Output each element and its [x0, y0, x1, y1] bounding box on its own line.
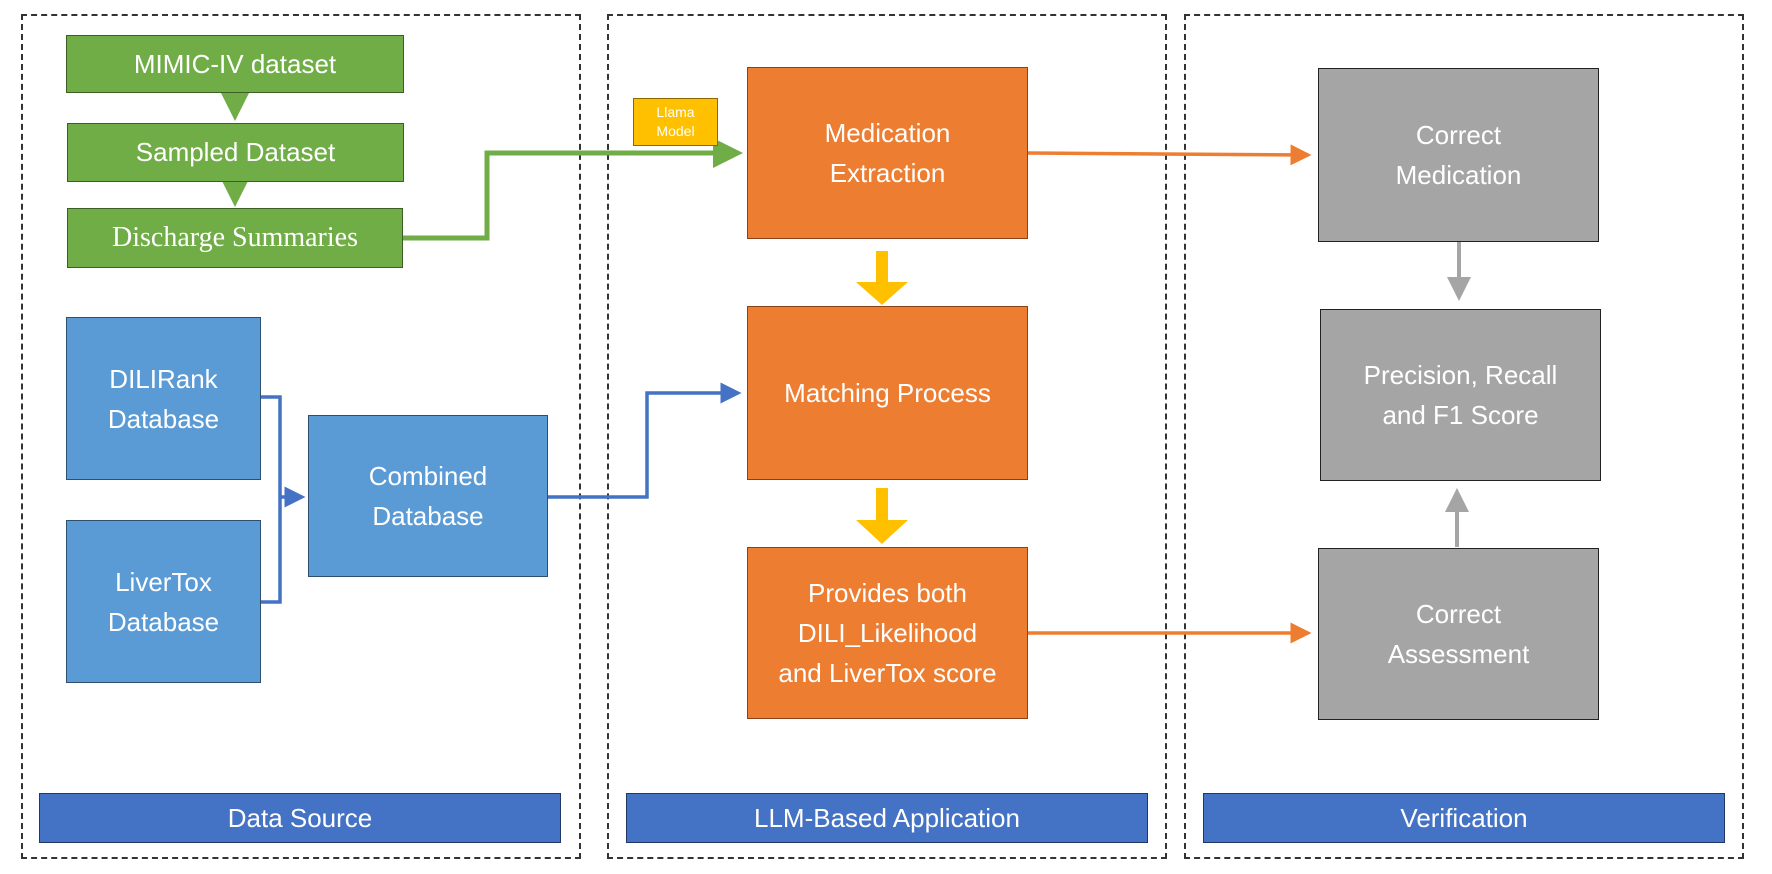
label-data-source: Data Source — [39, 793, 561, 843]
label-verification: Verification — [1203, 793, 1725, 843]
node-mimic-iv: MIMIC-IV dataset — [66, 35, 404, 93]
node-provides-scores: Provides both DILI_Likelihood and LiverT… — [747, 547, 1028, 719]
node-sampled-dataset: Sampled Dataset — [67, 123, 404, 182]
node-combined-database: Combined Database — [308, 415, 548, 577]
node-correct-medication: Correct Medication — [1318, 68, 1599, 242]
node-livertox-database: LiverTox Database — [66, 520, 261, 683]
node-medication-extraction: Medication Extraction — [747, 67, 1028, 239]
node-dilirank-database: DILIRank Database — [66, 317, 261, 480]
node-correct-assessment: Correct Assessment — [1318, 548, 1599, 720]
node-discharge-summaries: Discharge Summaries — [67, 208, 403, 268]
node-llama-model: Llama Model — [633, 98, 718, 146]
node-precision-recall-f1: Precision, Recall and F1 Score — [1320, 309, 1601, 481]
label-llm-application: LLM-Based Application — [626, 793, 1148, 843]
verification-panel — [1184, 14, 1744, 859]
node-matching-process: Matching Process — [747, 306, 1028, 480]
